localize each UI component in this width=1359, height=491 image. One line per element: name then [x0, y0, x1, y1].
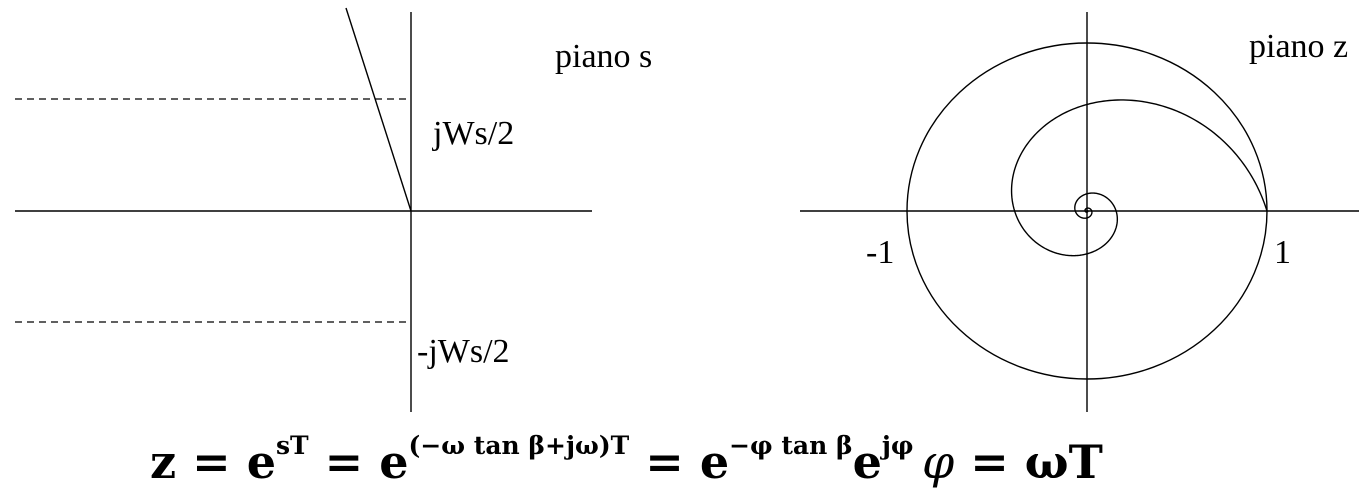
phi-symbol: φ [922, 435, 955, 489]
eq-exponent-a: (−ω tan β+ [409, 431, 566, 460]
eq-exponent-phi-tan: −φ tan β [729, 431, 853, 460]
eq-exponent-c: )T [599, 431, 630, 460]
eq-exponent-b: jω [564, 431, 599, 460]
logarithmic-spiral [1010, 99, 1268, 257]
z-plane: piano z -1 1 [800, 12, 1359, 412]
eq-third-term: = e [629, 435, 729, 489]
eq-exponent-sT: sT [276, 431, 309, 460]
tick-label-one: 1 [1274, 234, 1291, 271]
s-plane-title: piano s [555, 38, 652, 75]
eq-exponent-j-phi: jφ [880, 431, 914, 460]
z-plane-title: piano z [1249, 28, 1348, 65]
eq-lhs: z = e [150, 435, 276, 489]
tick-label-minus-one: -1 [866, 234, 894, 271]
upper-limit-label: jWs/2 [432, 115, 514, 152]
s-plane: piano s jWs/2 -jWs/2 [15, 7, 652, 412]
phi-rhs: = ωT [954, 435, 1103, 489]
phi-definition: φ = ωT [922, 435, 1103, 489]
mapping-equation: z = esT = e(−ω tan β+jω)T = e−φ tan βejφ [150, 431, 914, 489]
constant-damping-ray [345, 7, 412, 212]
lower-limit-label: -jWs/2 [417, 333, 510, 370]
eq-second-term: = e [309, 435, 409, 489]
eq-fourth-base: e [853, 435, 882, 489]
